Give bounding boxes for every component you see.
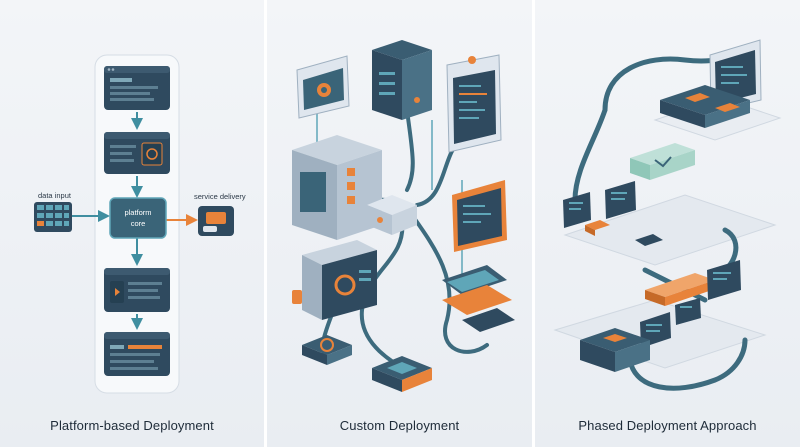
phase3-server <box>580 328 650 372</box>
panel-phased: Phased Deployment Approach <box>535 0 800 447</box>
laptop-node <box>442 265 515 332</box>
server-cube-node <box>372 40 432 120</box>
code-monitor-node <box>446 54 502 153</box>
panel-caption-custom: Custom Deployment <box>339 418 460 433</box>
platform-core-node <box>109 197 167 239</box>
panel-divider <box>532 0 535 447</box>
panel-caption-phased: Phased Deployment Approach <box>578 418 757 433</box>
central-hub-node <box>367 195 417 235</box>
phase2-node-orange <box>585 220 610 236</box>
service-delivery-label: service delivery <box>194 192 246 201</box>
phased-deployment-diagram <box>553 39 782 391</box>
platform-core-label-1: platform <box>124 208 152 217</box>
chip-node <box>372 356 432 392</box>
settings-window-node <box>104 132 170 174</box>
platform-core-label-2: core <box>130 219 146 228</box>
phase3-window-small <box>675 298 701 325</box>
phase2-window-mid <box>605 181 636 219</box>
phase3-window-right <box>707 260 741 300</box>
orange-code-window-node <box>452 180 507 252</box>
phase-chevron-banner <box>630 143 695 180</box>
panel-divider <box>264 0 267 447</box>
phase2-node-dark <box>635 234 663 246</box>
phase2-window-left <box>563 192 591 228</box>
gauge-pod-node <box>302 335 352 365</box>
middle-platform <box>563 194 777 266</box>
gear-monitor-node <box>296 55 350 119</box>
phase3-window-mid <box>640 312 671 348</box>
service-delivery-node <box>198 206 234 236</box>
data-input-label: data input <box>38 191 71 200</box>
phase1-server <box>660 85 750 128</box>
platform-flow-diagram <box>34 54 234 394</box>
data-input-grid <box>34 202 72 232</box>
bottom-window-node <box>104 332 170 376</box>
document-window-node <box>104 268 170 312</box>
dashboard-node <box>292 240 377 320</box>
main-server-node <box>292 135 382 240</box>
panel-custom: Custom Deployment <box>267 0 532 447</box>
panel-platform-based: data input platform core service deliver… <box>0 0 264 447</box>
panel-caption-platform: Platform-based Deployment <box>50 418 214 433</box>
custom-deployment-diagram <box>292 40 515 392</box>
phase-orange-step <box>645 273 715 306</box>
top-window-node <box>104 66 170 110</box>
